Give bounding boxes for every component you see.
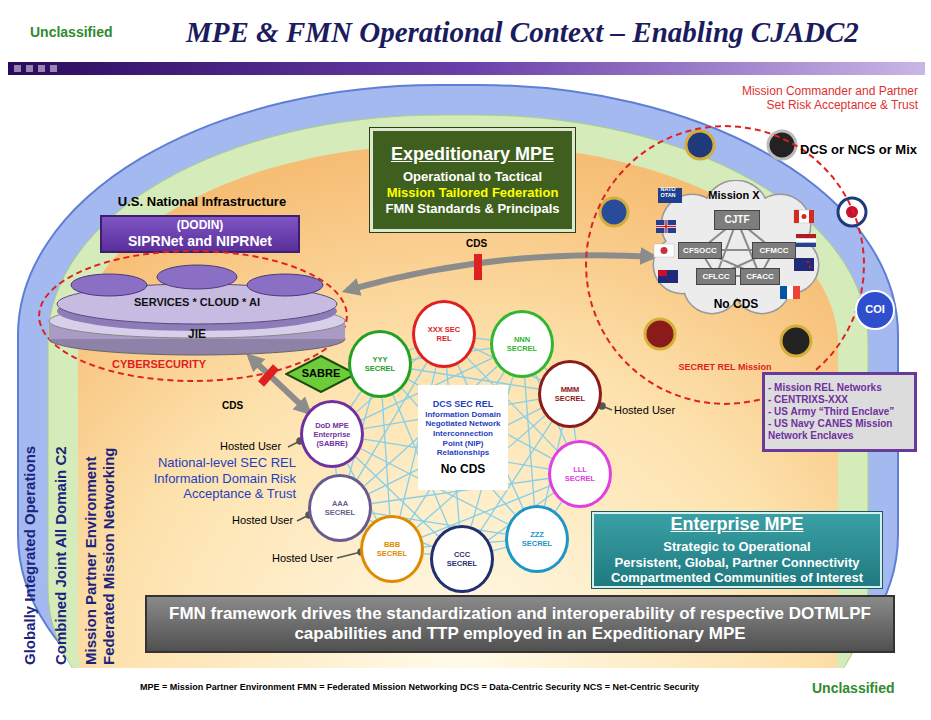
flow-arrow bbox=[347, 255, 653, 290]
text-label: NATO OTAN bbox=[656, 187, 680, 198]
mission-boundary: SECRET REL Mission Mission X No CDS CJTF CFS… bbox=[585, 125, 865, 405]
service-seals bbox=[600, 131, 866, 356]
network-circle: ZZZ SECREL bbox=[505, 505, 569, 573]
text-label: Mission Commander and Partner Set Risk A… bbox=[738, 84, 918, 113]
node-text: CFACC bbox=[746, 272, 774, 282]
mesh-link bbox=[493, 547, 506, 550]
node-text: FMN framework drives the standardization… bbox=[157, 604, 883, 645]
node-text: CJTF bbox=[725, 214, 750, 226]
network-circle: DoD MPE Enterprise (SABRE) bbox=[300, 400, 364, 468]
network-circle: BBB SECREL bbox=[360, 515, 424, 583]
command-box: CFACC bbox=[740, 268, 780, 285]
node-text: JIE bbox=[47, 327, 347, 341]
command-box: CJTF bbox=[714, 210, 760, 230]
text-label: Combined Joint All Domain C2 bbox=[52, 403, 72, 665]
text-label: Hosted User bbox=[232, 514, 293, 527]
mesh-link bbox=[555, 502, 561, 511]
text-label: Mission Partner Environment Federated Mi… bbox=[82, 407, 120, 665]
node-text: Strategic to Operational bbox=[663, 539, 810, 555]
node-text: Enterprise MPE bbox=[670, 514, 803, 536]
framework-banner: FMN framework drives the standardization… bbox=[145, 595, 895, 653]
node-text: XXX SEC REL bbox=[427, 325, 461, 343]
text-label: Hosted User bbox=[220, 440, 281, 453]
node-text: Mission X bbox=[684, 189, 784, 202]
node-text: - Mission REL Networks bbox=[768, 382, 882, 394]
node-text: DoD MPE Enterprise (SABRE) bbox=[307, 421, 357, 448]
node-text: CFSOCC bbox=[683, 246, 717, 256]
node-text: YYY SECREL bbox=[363, 355, 397, 373]
network-circle: YYY SECREL bbox=[348, 330, 412, 398]
node-text: NNN SECREL bbox=[505, 335, 539, 353]
command-box: CFLCC bbox=[696, 268, 736, 285]
security-boundary: CYBERSECURITY SERVICES * CLOUD * AI JIE bbox=[38, 250, 348, 382]
node-text: SECRET REL Mission bbox=[679, 362, 772, 373]
text-label: DCS or NCS or Mix bbox=[800, 142, 917, 158]
text-label: Hosted User bbox=[614, 404, 675, 417]
info-box: Expeditionary MPE Operational to Tactical… bbox=[370, 128, 575, 232]
node-text: CCC SECREL bbox=[445, 550, 479, 568]
node-text: (DODIN) bbox=[177, 218, 224, 232]
decision-diamond: SABRE bbox=[285, 355, 357, 393]
node-text: LLL SECREL bbox=[563, 465, 597, 483]
mesh-link bbox=[382, 398, 390, 515]
mesh-link bbox=[476, 338, 490, 340]
node-text: COI bbox=[865, 303, 885, 316]
network-circle: LLL SECREL bbox=[548, 440, 612, 508]
text-label: Hosted User bbox=[272, 552, 333, 565]
infrastructure-stack: SERVICES * CLOUD * AI JIE bbox=[47, 257, 347, 357]
network-circle: NNN SECREL bbox=[490, 310, 554, 378]
network-circle: MMM SECREL bbox=[538, 360, 602, 428]
node-text: DCS SEC REL bbox=[433, 399, 494, 410]
text-label: Globally Integrated Operations bbox=[21, 403, 41, 665]
node-text: AAA SECREL bbox=[323, 499, 357, 517]
node-text: FMN Standards & Principals bbox=[385, 201, 559, 217]
node-text: Operational to Tactical bbox=[403, 169, 542, 185]
node-text: Expeditionary MPE bbox=[391, 144, 554, 166]
network-circle: XXX SEC REL bbox=[412, 300, 476, 368]
text-label: CDS bbox=[222, 400, 243, 412]
node-text: SABRE bbox=[302, 367, 341, 380]
flow-arrow bbox=[250, 357, 308, 411]
node-text: SERVICES * CLOUD * AI bbox=[47, 296, 347, 309]
text-label: CDS bbox=[466, 238, 487, 250]
node-text: CFMCC bbox=[760, 246, 789, 256]
mesh-link bbox=[525, 378, 535, 505]
network-box: U.S. National Infrastructure(DODIN)SIPRN… bbox=[100, 215, 300, 253]
node-text: CFLCC bbox=[702, 272, 729, 282]
node-text: No CDS bbox=[441, 462, 486, 476]
network-list-box: - Mission REL Networks- CENTRIXS-XXX- US… bbox=[762, 372, 917, 452]
node-text: ZZZ SECREL bbox=[520, 530, 554, 548]
center-box: DCS SEC RELInformation Domain Negotiated… bbox=[418, 385, 508, 490]
text-label: MPE = Mission Partner Environment FMN = … bbox=[140, 682, 699, 693]
node-text: MMM SECREL bbox=[553, 385, 587, 403]
diagram-title: MPE & FMN Operational Context – Enabling… bbox=[186, 16, 926, 49]
node-text: - US Navy CANES Mission Network Enclaves bbox=[768, 418, 911, 442]
node-text: Information Domain Negotiated Network In… bbox=[422, 410, 504, 458]
mesh-link bbox=[574, 428, 576, 441]
node-text: BBB SECREL bbox=[375, 540, 409, 558]
text-label: Unclassified bbox=[30, 24, 112, 41]
command-box: CFSOCC bbox=[678, 242, 722, 259]
network-circle: CCC SECREL bbox=[430, 525, 494, 593]
node-text: - CENTRIXS-XXX bbox=[768, 394, 848, 406]
node-text: No CDS bbox=[696, 297, 776, 311]
node-text: Persistent, Global, Partner Connectivity bbox=[615, 555, 860, 571]
mesh-link bbox=[351, 391, 361, 406]
node-text: Compartmented Communities of Interest bbox=[611, 570, 863, 586]
node-text: U.S. National Infrastructure bbox=[72, 194, 332, 210]
command-box: CFMCC bbox=[752, 242, 796, 259]
node-text: - US Army “Third Enclave” bbox=[768, 406, 894, 418]
node-text: Mission Tailored Federation bbox=[387, 185, 559, 201]
text-label: Unclassified bbox=[812, 680, 894, 697]
network-circle: AAA SECREL bbox=[308, 474, 372, 542]
info-box: Enterprise MPE Strategic to OperationalPe… bbox=[592, 512, 882, 588]
node-text: CYBERSECURITY bbox=[112, 358, 222, 371]
mission-cloud: Mission X No CDS CJTF CFSOCC CFMCC CFLCC CFACC bbox=[652, 180, 820, 315]
text-label: National-level SEC REL Information Domai… bbox=[138, 455, 296, 502]
coi-circle: COI bbox=[855, 290, 895, 330]
node-text: SIPRNet and NIPRNet bbox=[128, 233, 272, 250]
